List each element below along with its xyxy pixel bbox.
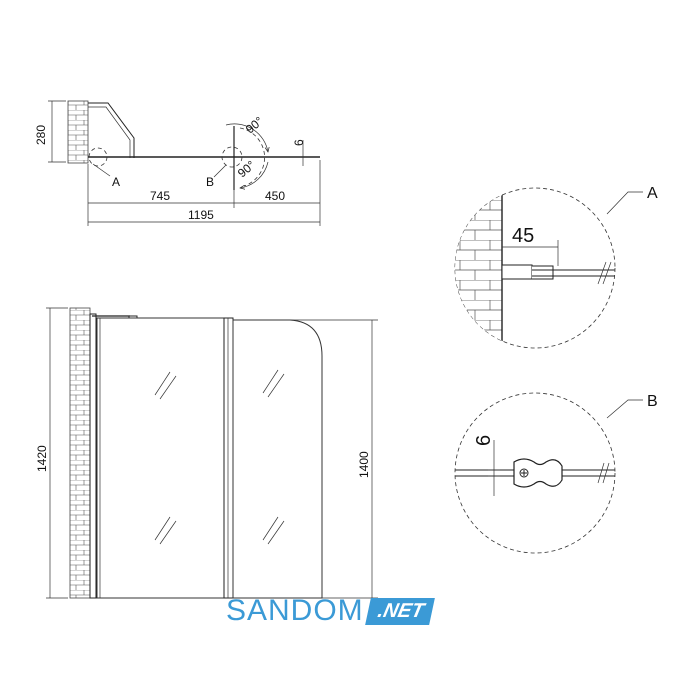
front-view: 1420 1400 xyxy=(35,307,378,599)
hinge-profile xyxy=(223,317,234,599)
glass-panel-2 xyxy=(232,319,323,599)
detail-b-marker-circle xyxy=(221,146,243,168)
marker-b: B xyxy=(206,175,214,189)
dim-total-width: 1195 xyxy=(188,208,214,222)
logo-brand: SANDOM xyxy=(226,594,364,627)
dim-glass-thickness-top: 6 xyxy=(292,139,306,146)
detail-a-marker-circle xyxy=(88,147,108,167)
sandom-logo: SANDOM .NET xyxy=(226,594,435,628)
dim-wall-depth: 280 xyxy=(34,125,48,145)
top-wall xyxy=(67,100,89,164)
detail-a-circle xyxy=(454,187,616,349)
angle-lower: 90° xyxy=(235,158,258,181)
dim-glass-height: 1400 xyxy=(357,451,371,478)
rotation-arc xyxy=(239,127,265,187)
wall-profile xyxy=(89,313,97,599)
dim-second-panel: 450 xyxy=(265,189,285,203)
glass-panel-1 xyxy=(96,317,225,599)
dim-hinge-to-clamp: 745 xyxy=(150,189,170,203)
detail-a-label: A xyxy=(647,185,658,202)
wall-clamp xyxy=(501,264,533,280)
glass-reflections xyxy=(154,369,285,545)
dim-wall-gap: 45 xyxy=(512,225,534,247)
front-wall xyxy=(69,307,91,599)
detail-b-circle xyxy=(454,392,616,554)
detail-b: 6 B xyxy=(454,392,658,554)
hinge-body xyxy=(513,458,563,488)
detail-a: 45 A xyxy=(454,185,658,349)
angle-upper: 90° xyxy=(243,114,266,137)
marker-a: A xyxy=(112,175,120,189)
support-bar xyxy=(88,102,135,158)
dim-glass-thickness-b: 6 xyxy=(473,435,495,446)
dim-total-height: 1420 xyxy=(35,445,49,472)
detail-b-label: B xyxy=(647,393,658,410)
logo-suffix: .NET xyxy=(364,597,435,625)
top-view: 280 A B 90° 90° 6 745 450 1195 xyxy=(34,100,321,226)
